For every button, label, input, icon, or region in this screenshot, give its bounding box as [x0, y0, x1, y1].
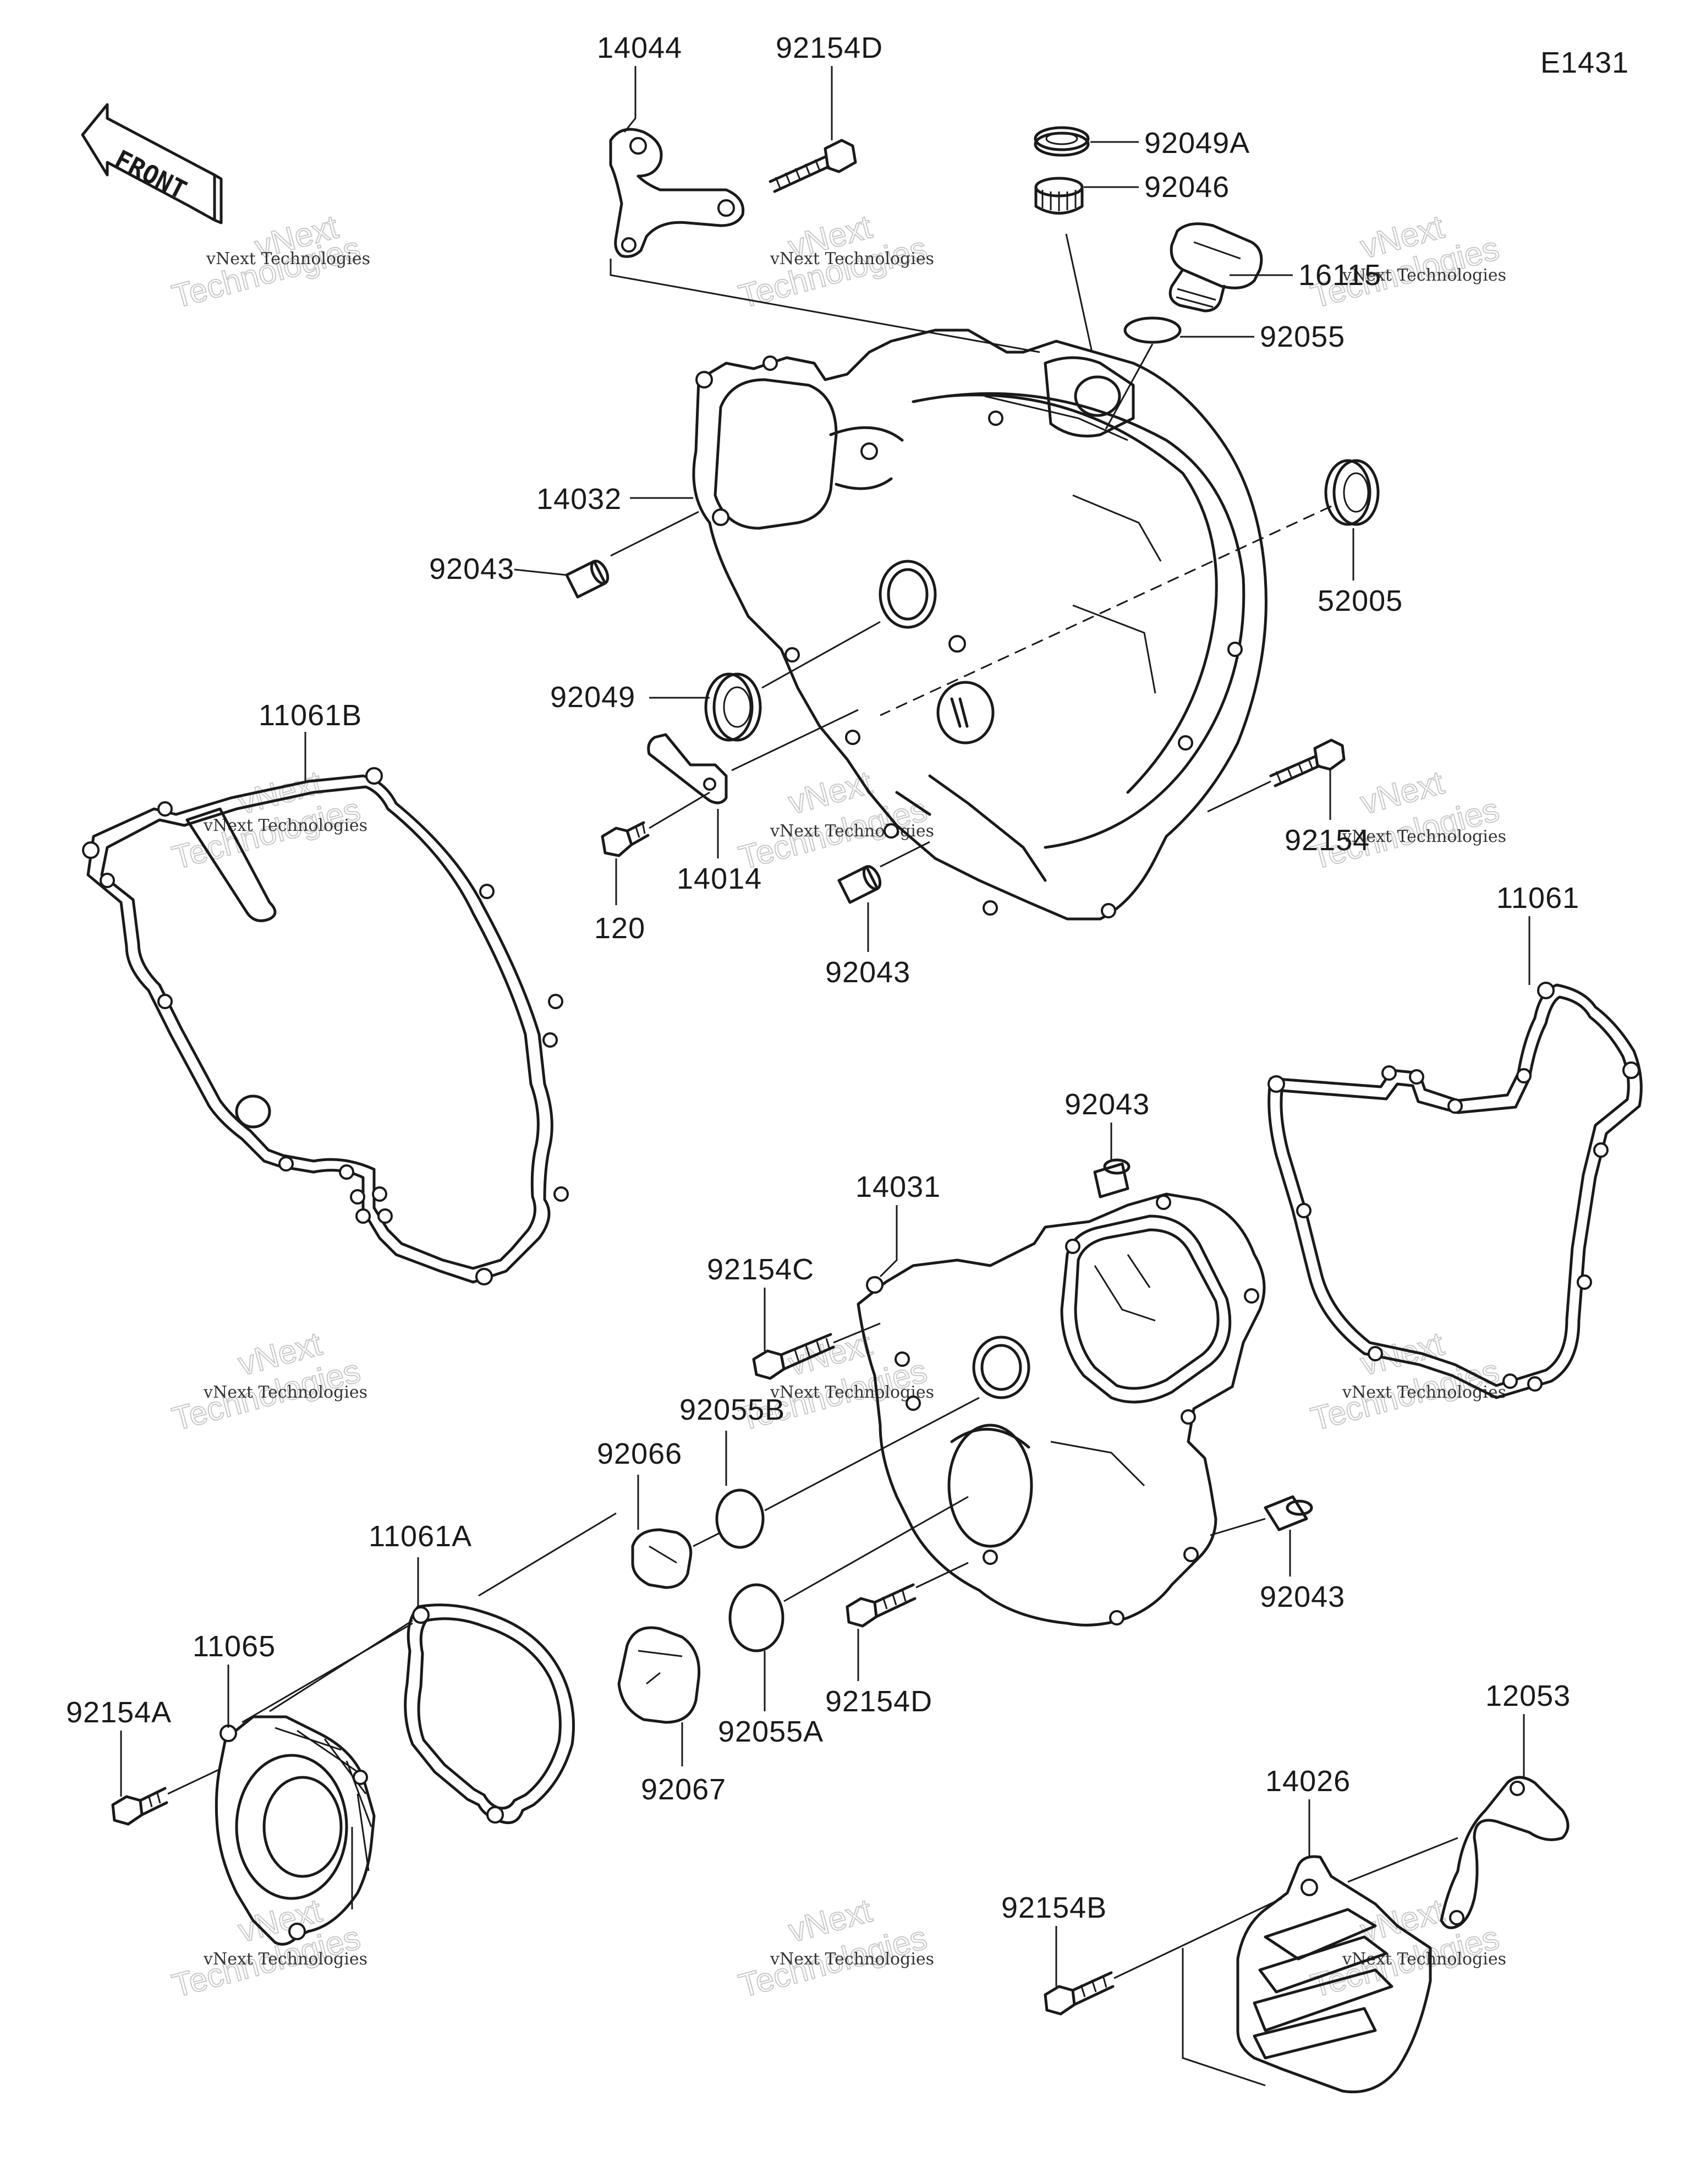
label-12053: 12053	[1485, 1679, 1571, 1712]
svg-text:vNext Technologies: vNext Technologies	[1342, 1383, 1506, 1402]
svg-text:vNext Technologies: vNext Technologies	[1342, 827, 1506, 846]
part-92043-dowel-a	[565, 560, 610, 599]
label-52005: 52005	[1318, 584, 1403, 617]
label-11061B: 11061B	[259, 699, 362, 732]
part-92055-oring	[1123, 316, 1182, 344]
label-120: 120	[594, 912, 645, 945]
label-14026: 14026	[1265, 1765, 1351, 1798]
part-14031-generator-cover	[857, 1192, 1266, 1627]
part-14026-cover	[1236, 1855, 1432, 2094]
label-16115: 16115	[1298, 259, 1381, 292]
label-92055B: 92055B	[679, 1393, 785, 1426]
part-12053-guard	[1440, 1776, 1570, 1929]
label-11065: 11065	[193, 1630, 276, 1663]
part-92043-dowel-d	[1264, 1495, 1313, 1531]
label-92043-d: 92043	[1260, 1580, 1345, 1613]
label-92154: 92154	[1285, 824, 1370, 857]
part-92055B-oring	[715, 1488, 765, 1549]
label-92043-a: 92043	[429, 552, 514, 585]
part-92049A-seal	[1034, 126, 1090, 157]
part-52005-seal	[1324, 459, 1380, 526]
svg-text:vNext Technologies: vNext Technologies	[203, 1950, 367, 1969]
label-14031: 14031	[855, 1170, 941, 1203]
label-14014: 14014	[677, 862, 762, 895]
part-92046-bearing	[1034, 177, 1084, 215]
svg-text:vNext Technologies: vNext Technologies	[1342, 266, 1506, 285]
label-92043-c: 92043	[1065, 1088, 1150, 1121]
part-92154-bolt	[1269, 738, 1346, 787]
part-92049-seal	[704, 672, 762, 742]
svg-text:vNext Technologies: vNext Technologies	[770, 249, 934, 269]
label-92043-b: 92043	[825, 956, 910, 989]
watermark: vNext Technologies vNext Technologies vN…	[168, 207, 1506, 2005]
part-11061-gasket	[1268, 982, 1643, 1399]
label-92046: 92046	[1144, 171, 1230, 204]
label-14044: 14044	[597, 31, 682, 64]
part-92154D-bolt-bottom	[846, 1583, 917, 1628]
label-92154D-top: 92154D	[776, 31, 883, 64]
part-11061A-gasket	[404, 1603, 575, 1824]
svg-text:vNext Technologies: vNext Technologies	[770, 1383, 934, 1402]
part-92043-dowel-b	[837, 865, 882, 904]
part-16115-oil-cap	[1168, 222, 1263, 313]
label-92066: 92066	[597, 1437, 682, 1470]
svg-text:vNext Technologies: vNext Technologies	[770, 822, 934, 841]
label-92154C: 92154C	[707, 1253, 814, 1286]
part-92154B-bolt	[1044, 1971, 1115, 2016]
part-14044-bracket	[609, 128, 745, 258]
label-92154A: 92154A	[66, 1696, 172, 1729]
svg-text:vNext Technologies: vNext Technologies	[203, 1383, 367, 1402]
part-92067-plug	[617, 1626, 701, 1724]
part-14032-clutch-cover	[692, 329, 1268, 921]
part-11061B-gasket	[82, 767, 569, 1285]
part-92055A-oring	[728, 1583, 784, 1652]
svg-text:vNext Technologies: vNext Technologies	[206, 249, 370, 269]
front-arrow-icon: FRONT	[81, 103, 223, 225]
part-120-bolt	[601, 821, 650, 857]
label-92154D-bottom: 92154D	[825, 1685, 932, 1718]
label-92055A: 92055A	[718, 1715, 824, 1748]
label-92067: 92067	[641, 1773, 726, 1806]
part-92066-plug	[631, 1528, 693, 1589]
front-label: FRONT	[110, 144, 191, 205]
label-92154B: 92154B	[1001, 1891, 1107, 1924]
label-92055: 92055	[1260, 320, 1345, 353]
label-92049: 92049	[550, 681, 635, 714]
svg-text:vNext Technologies: vNext Technologies	[770, 1950, 934, 1969]
label-14032: 14032	[536, 483, 622, 516]
part-92154C-bolt	[752, 1333, 835, 1380]
label-11061A: 11061A	[369, 1520, 472, 1553]
label-11061: 11061	[1496, 882, 1579, 915]
part-92043-dowel-c	[1093, 1158, 1131, 1198]
part-14014-plate	[647, 733, 728, 804]
part-92154A-bolt	[111, 1787, 168, 1826]
label-92049A: 92049A	[1144, 127, 1250, 160]
part-92154D-bolt	[769, 139, 857, 193]
part-11065-cover	[215, 1715, 376, 1946]
diagram-code: E1431	[1540, 46, 1629, 79]
